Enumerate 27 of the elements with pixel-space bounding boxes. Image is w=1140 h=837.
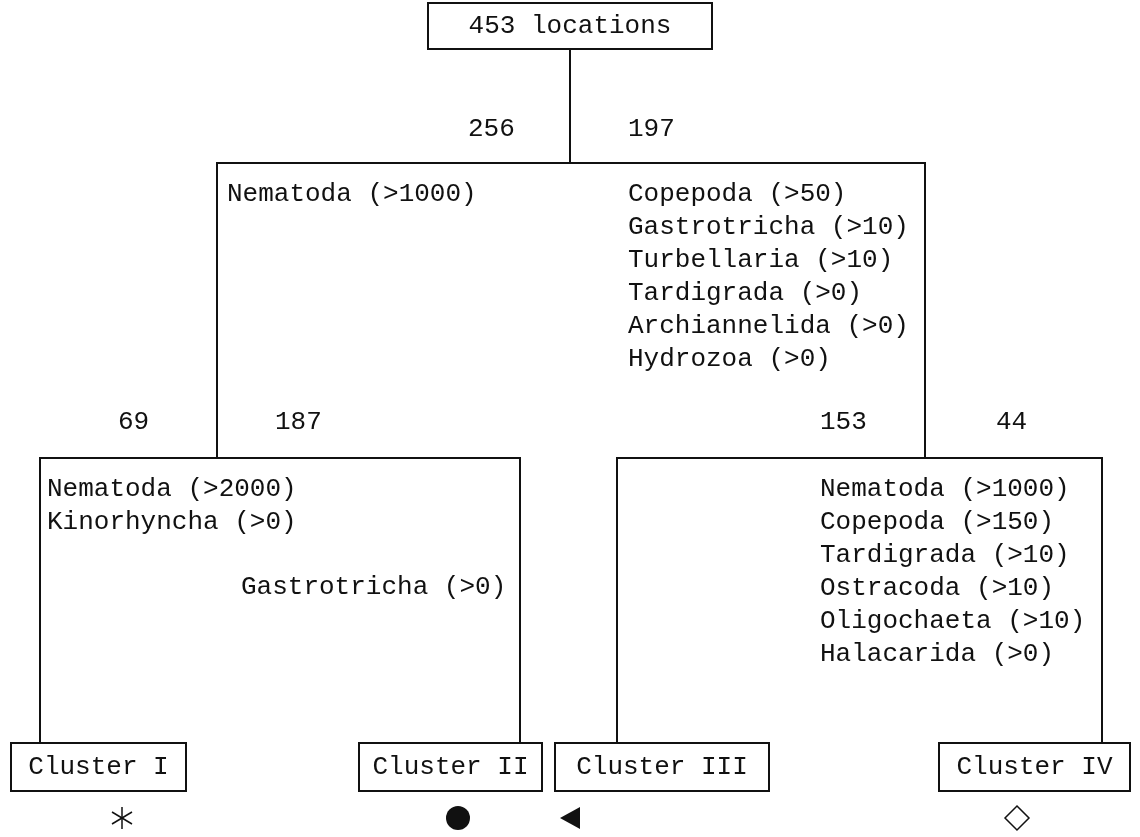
taxon-label: Copepoda (>150): [820, 506, 1055, 539]
taxon-label: Oligochaeta (>10): [820, 605, 1086, 638]
count-label: 197: [628, 113, 675, 146]
taxon-label: Gastrotricha (>10): [628, 211, 909, 244]
cluster-box: Cluster I: [10, 742, 187, 792]
cluster-box: 453 locations: [427, 2, 713, 50]
count-label: 256: [468, 113, 515, 146]
taxon-label: Copepoda (>50): [628, 178, 847, 211]
taxon-label: Kinorhyncha (>0): [47, 506, 297, 539]
taxon-label: Archiannelida (>0): [628, 310, 909, 343]
count-label: 44: [996, 406, 1028, 439]
taxon-label: Gastrotricha (>0): [241, 571, 507, 604]
cluster-box: Cluster II: [358, 742, 543, 792]
taxon-label: Nematoda (>2000): [47, 473, 297, 506]
taxon-label: Nematoda (>1000): [227, 178, 477, 211]
taxon-label: Hydrozoa (>0): [628, 343, 831, 376]
taxon-label: Tardigrada (>0): [628, 277, 863, 310]
cluster-box: Cluster III: [554, 742, 770, 792]
count-label: 153: [820, 406, 867, 439]
count-label: 187: [275, 406, 322, 439]
count-label: 69: [118, 406, 150, 439]
taxon-label: Ostracoda (>10): [820, 572, 1055, 605]
taxon-label: Halacarida (>0): [820, 638, 1055, 671]
taxon-label: Tardigrada (>10): [820, 539, 1070, 572]
taxon-label: Nematoda (>1000): [820, 473, 1070, 506]
cluster-box: Cluster IV: [938, 742, 1131, 792]
taxon-label: Turbellaria (>10): [628, 244, 894, 277]
